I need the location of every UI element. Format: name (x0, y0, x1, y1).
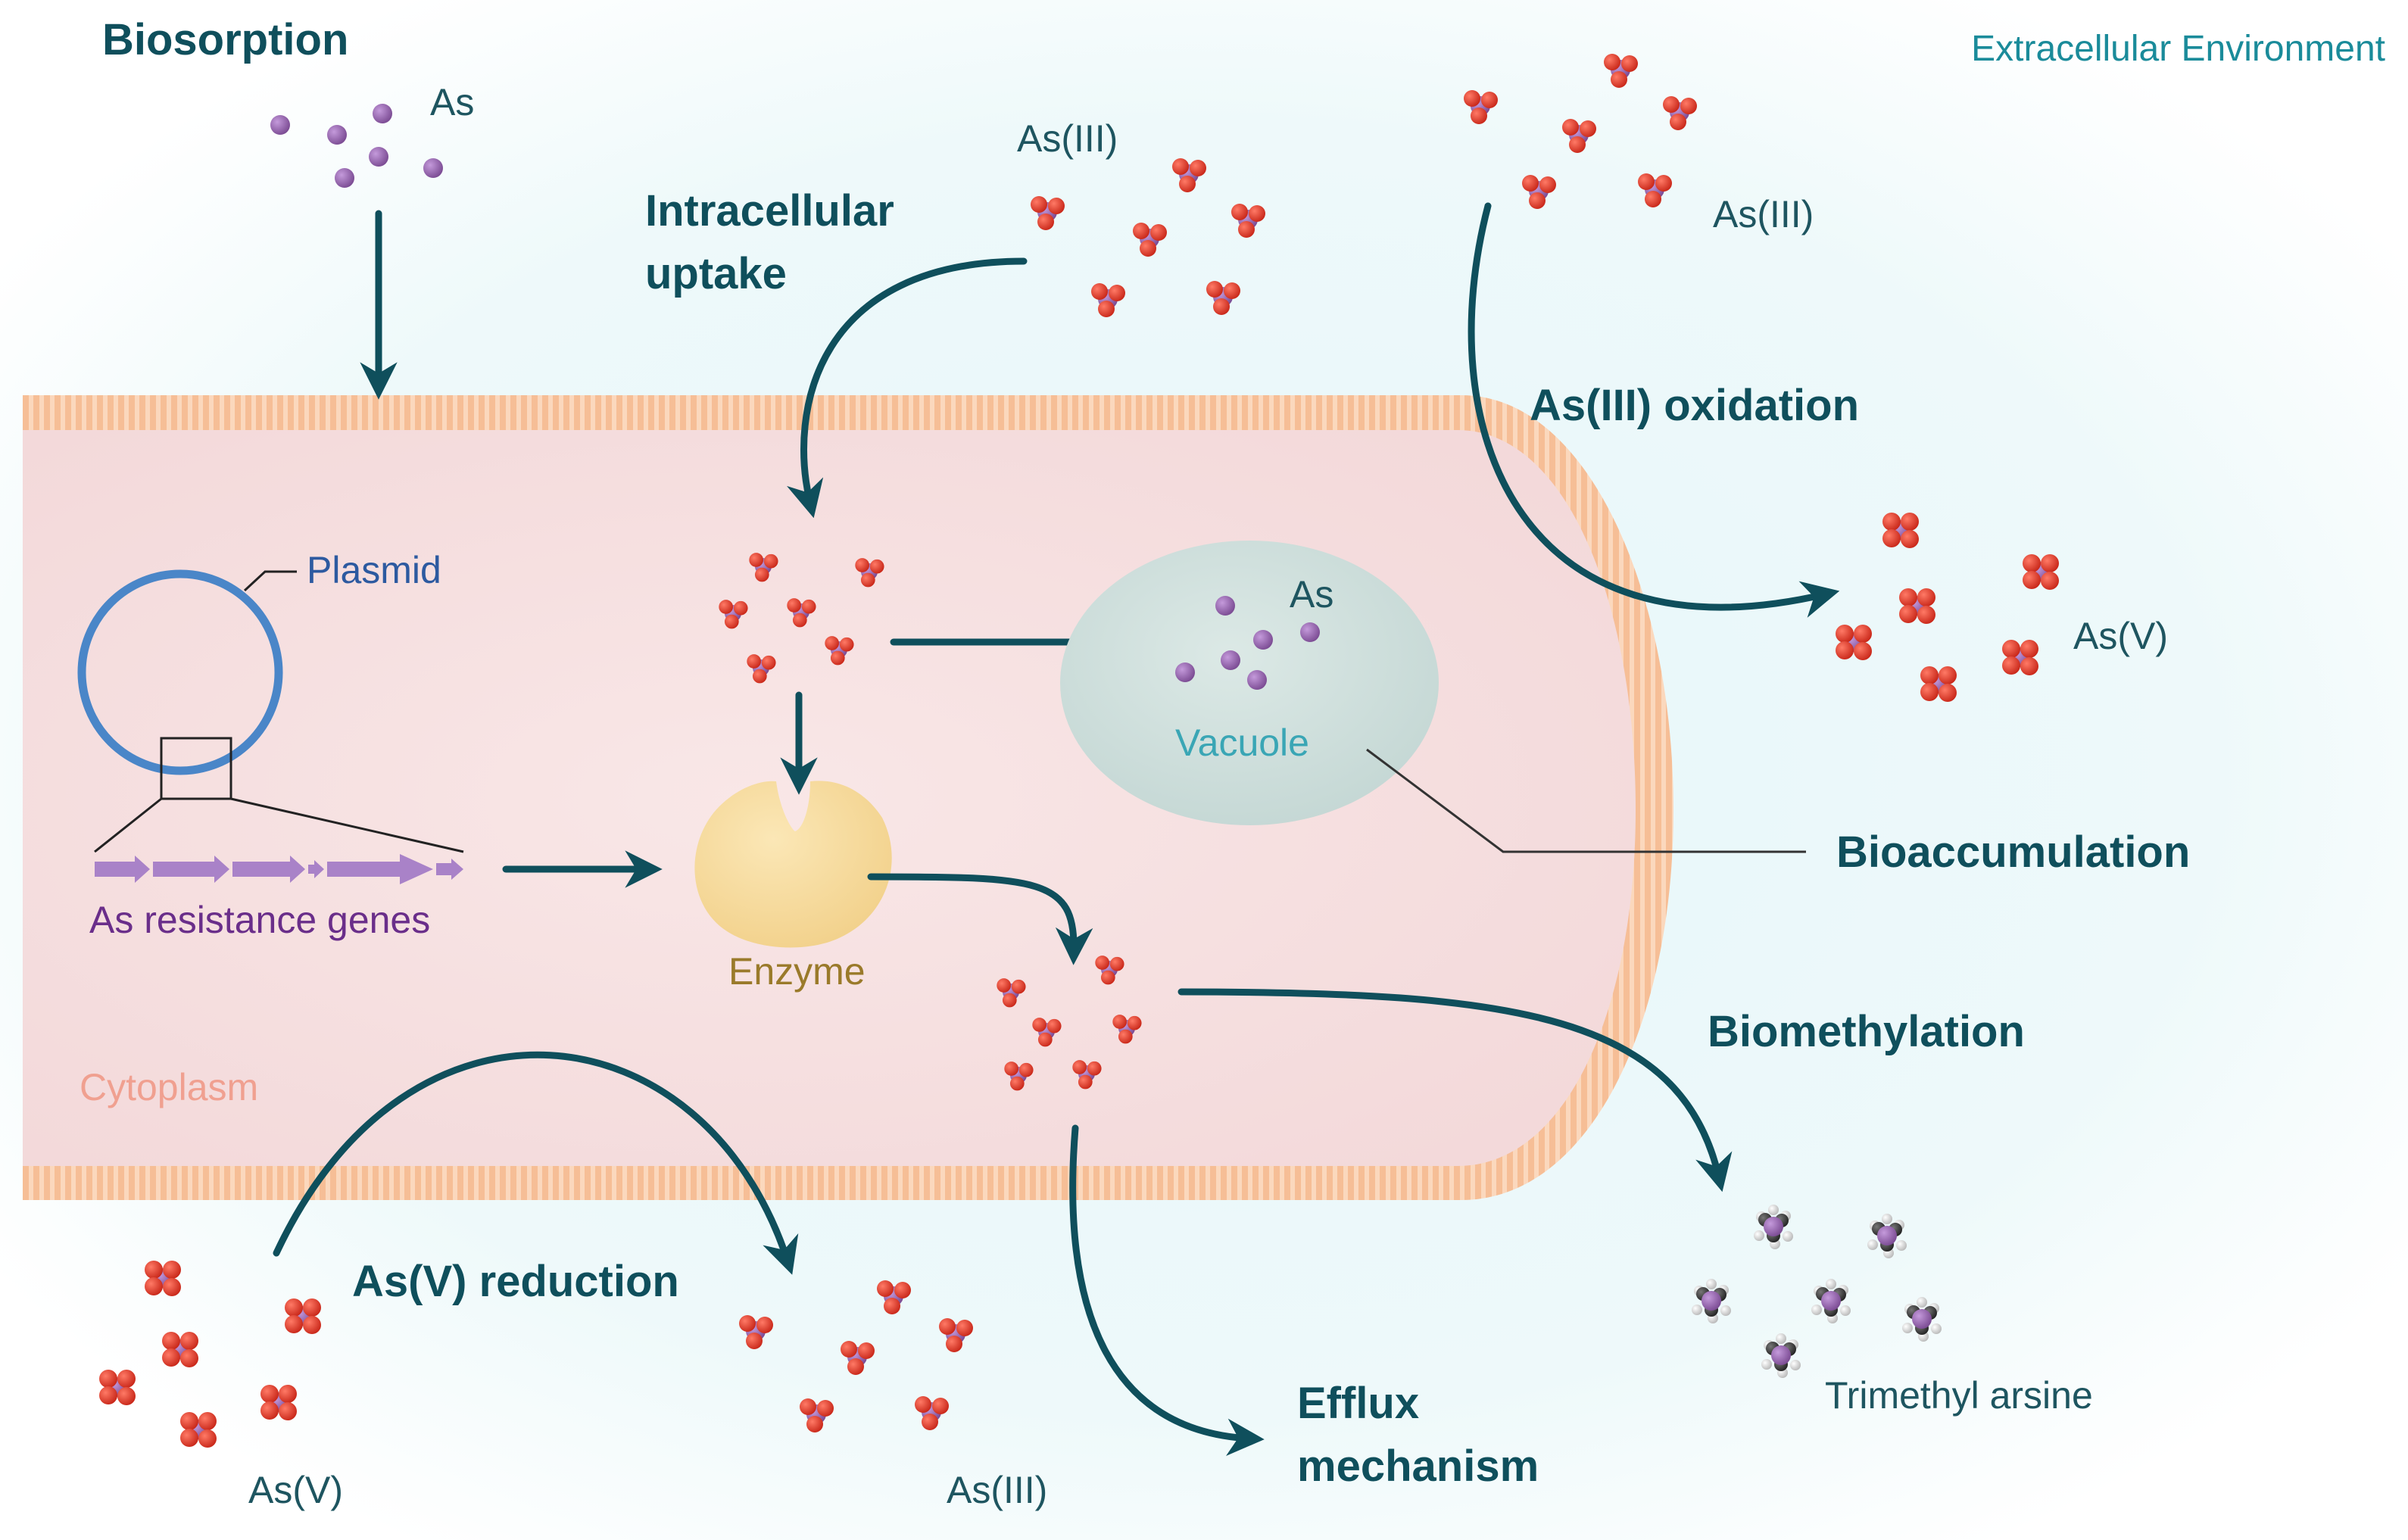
biosorption-as-label: As (430, 81, 474, 123)
resistance-gene-arrows (95, 854, 463, 884)
arsenic-atom (1247, 670, 1267, 690)
zoom-line-left (94, 797, 162, 853)
reduction-as3-label: As(III) (947, 1469, 1047, 1511)
trimethylarsine-label: Trimethyl arsine (1825, 1374, 2093, 1417)
vacuole-label: Vacuole (1175, 722, 1309, 764)
plasmid-ring (77, 569, 283, 775)
arsenic-atom (373, 104, 392, 123)
environment-label: Extracellular Environment (1971, 29, 2385, 69)
vacuole-as-atoms (1175, 596, 1320, 690)
arsenic-atom (1215, 596, 1235, 616)
efflux-arrow (1069, 1124, 1265, 1457)
bioaccumulation-title: Bioaccumulation (1836, 828, 2190, 877)
enzyme-output-arrow (867, 873, 1093, 965)
arsenic-atom (423, 158, 443, 178)
gene-arrow (436, 859, 463, 880)
efflux-title-line1: Efflux (1297, 1379, 1419, 1428)
arsenic-atom (270, 115, 290, 135)
biosorption-as-atoms (270, 104, 443, 188)
uptake-title-line1: Intracellular (645, 186, 894, 235)
plasmid-label-leader (243, 570, 297, 592)
uptake-as3-label: As(III) (1017, 117, 1118, 160)
oxidation-title: As(III) oxidation (1530, 381, 1859, 430)
zoom-line-right (230, 797, 464, 853)
biomethylation-arrow (1177, 988, 1733, 1192)
oxidized-as5-label: As(V) (2073, 615, 2168, 657)
arsenic-atom (327, 125, 347, 145)
gene-arrow (308, 860, 324, 878)
cytoplasm-label: Cytoplasm (80, 1066, 258, 1108)
genes-label: As resistance genes (89, 899, 430, 941)
oxidation-arrow (1468, 202, 1840, 618)
arsenic-atom (1300, 622, 1320, 642)
uptake-arrow (787, 257, 1028, 519)
enzyme (694, 781, 892, 948)
plasmid-label: Plasmid (307, 549, 441, 591)
arsenic-atom (1175, 662, 1195, 682)
uptake-title-line2: uptake (645, 249, 787, 298)
biomethylation-title: Biomethylation (1708, 1007, 2025, 1056)
arsenic-atom (1253, 630, 1273, 650)
reduction-arrow (273, 1051, 799, 1275)
reduction-as5-label: As(V) (248, 1469, 343, 1511)
vacuole-as-label: As (1290, 573, 1333, 616)
arsenic-atom (335, 168, 354, 188)
arsenic-atom (369, 147, 388, 167)
efflux-title-line2: mechanism (1297, 1442, 1539, 1491)
bioaccumulation-leader-line (1366, 748, 1806, 853)
arsenic-atom (1221, 650, 1240, 670)
biosorption-title: Biosorption (102, 15, 348, 64)
gene-arrow (153, 856, 229, 883)
reduction-title: As(V) reduction (352, 1257, 679, 1306)
oxidation-as3-label: As(III) (1713, 193, 1814, 235)
gene-arrow (95, 856, 150, 883)
gene-arrow (327, 854, 433, 884)
enzyme-label: Enzyme (728, 950, 866, 993)
gene-arrow (232, 856, 305, 883)
plasmid-zoom-box (160, 737, 232, 800)
